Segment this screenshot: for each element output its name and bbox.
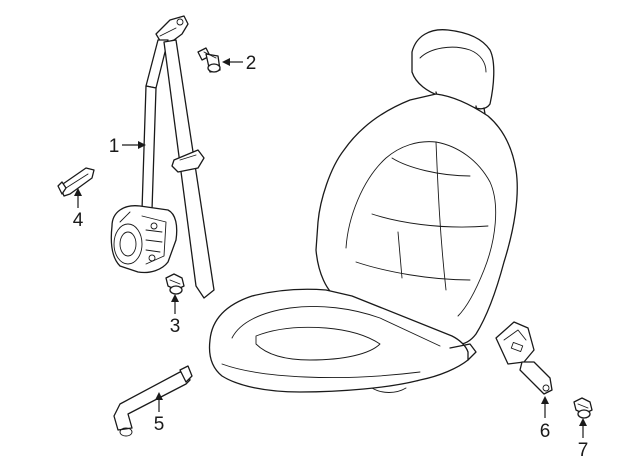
callout-7-number: 7 [578, 440, 589, 461]
callout-4-arrow [74, 188, 82, 196]
front-seat-illustration [208, 29, 518, 393]
callout-5: 5 [154, 392, 165, 435]
callout-7: 7 [578, 418, 589, 461]
buckle-bolt [573, 397, 593, 419]
callout-6-arrow [541, 396, 549, 404]
height-adjuster-guide [57, 167, 95, 197]
callout-3-number: 3 [170, 316, 181, 337]
seat-belt-retractor-assembly [110, 15, 215, 299]
callout-4: 4 [73, 188, 84, 231]
callout-1: 1 [109, 136, 146, 157]
callout-5-number: 5 [154, 414, 165, 435]
callout-4-number: 4 [73, 210, 84, 231]
callout-2-arrow [222, 58, 230, 66]
callout-1-number: 1 [109, 136, 120, 157]
seat-belt-anchor-bar [113, 365, 193, 437]
callout-3-arrow [171, 294, 179, 302]
seat-belt-buckle [495, 321, 553, 395]
callout-1-arrow [138, 141, 146, 149]
anchor-bolt [197, 47, 221, 73]
callout-2: 2 [222, 53, 256, 74]
callout-7-arrow [579, 418, 587, 426]
callout-2-number: 2 [246, 53, 257, 74]
retractor-bolt [165, 273, 185, 295]
callout-6-number: 6 [540, 421, 551, 442]
callout-5-arrow [155, 392, 163, 400]
callout-3: 3 [170, 294, 181, 337]
callout-6: 6 [540, 396, 551, 442]
